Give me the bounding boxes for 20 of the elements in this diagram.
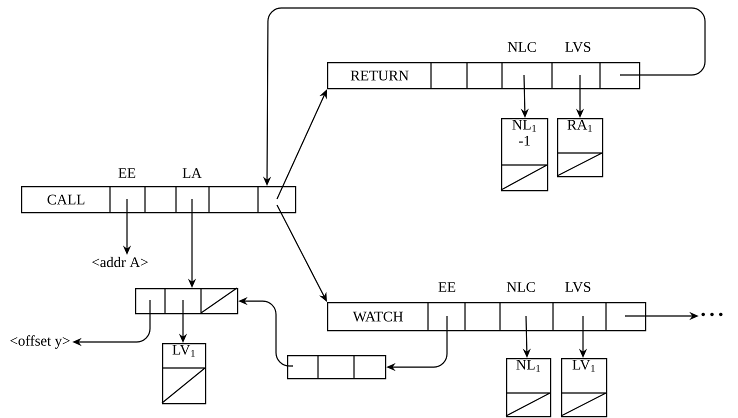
value-box: RA$_{1}$ — [556, 118, 604, 178]
value-box: NL$_{1}$ -1 — [500, 118, 548, 192]
value-box: LV$_{1}$ — [560, 358, 608, 418]
pointer-text: <addr A> — [92, 256, 148, 268]
field-label: NLC — [506, 282, 535, 292]
record-box: RETURN — [327, 62, 640, 90]
record-box — [135, 288, 238, 314]
record-box: CALL — [21, 186, 296, 214]
record-box: WATCH — [327, 302, 646, 332]
field-label: EE — [438, 282, 456, 292]
record-box — [287, 355, 386, 380]
field-label: LVS — [565, 42, 590, 52]
ellipsis-text: • • • — [701, 312, 723, 316]
pointer-text: <offset y> — [10, 335, 70, 349]
value-box: NL$_{1}$ — [506, 358, 552, 418]
value-box: LV$_{1}$ — [162, 343, 206, 404]
field-label: NLC — [508, 42, 536, 52]
field-label: EE — [118, 168, 136, 178]
field-label: LVS — [565, 282, 590, 292]
field-label: LA — [182, 168, 202, 178]
